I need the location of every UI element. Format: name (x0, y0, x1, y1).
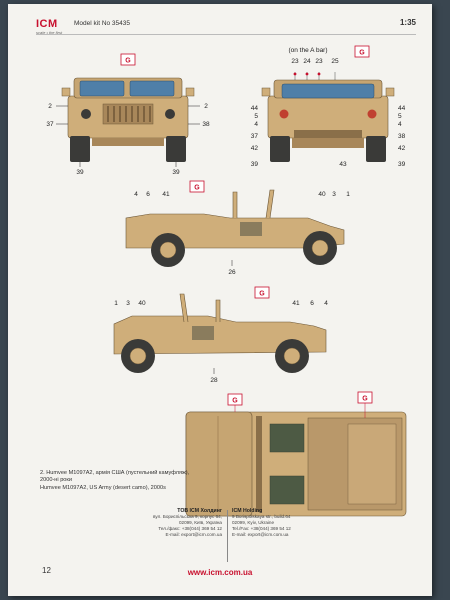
rear-callout-23-a: 23 (291, 58, 299, 65)
front-callout-2-left: 2 (48, 103, 52, 110)
rear-callout-24: 24 (303, 58, 311, 65)
right-callout-40: 40 (138, 300, 146, 307)
front-view: 2 37 2 38 39 39 G (46, 53, 210, 176)
front-callout-37: 37 (46, 121, 54, 128)
rear-callout-39-right: 39 (398, 161, 406, 168)
rear-callout-4-left: 4 (254, 121, 258, 128)
right-marker-g: G (259, 291, 265, 298)
footer: ТОВ ICM Холдинг вул. Бориспільська 9, ко… (8, 504, 432, 596)
address-line-2-en: 02099, Kyiv, Ukraine (232, 520, 275, 525)
front-callout-39-left: 39 (76, 169, 84, 176)
a-bar-note: (on the A bar) (288, 47, 327, 54)
rear-callout-23-b: 23 (315, 58, 323, 65)
rear-callout-25: 25 (331, 58, 339, 65)
address-line-1-ua: вул. Бориспільська 9, корпус 64, (153, 514, 222, 519)
scale-label: 1:35 (399, 18, 416, 27)
right-callout-4: 4 (324, 300, 328, 307)
rear-callout-38: 38 (398, 133, 406, 140)
right-callout-28: 28 (210, 377, 218, 384)
footer-divider (227, 510, 228, 562)
phone-ua: Тел./факс: +38(044) 369 54 12 (158, 526, 222, 531)
scheme-caption: 2. Humvee M1097A2, армія США (пустельний… (40, 470, 190, 492)
top-marker-g-left: G (232, 398, 238, 405)
email-ua: E-mail: export@icm.com.ua (165, 532, 222, 537)
header: ICM scale • the first Model kit No 35435… (36, 18, 416, 44)
rear-callout-42-right: 42 (398, 145, 406, 152)
front-marker-g: G (125, 58, 131, 65)
left-callout-4: 4 (134, 191, 138, 198)
rear-callout-42-left: 42 (251, 145, 259, 152)
camouflage-views: 2 37 2 38 39 39 G (46, 45, 407, 517)
rear-callout-5-left: 5 (254, 113, 258, 120)
caption-ukrainian: 2. Humvee M1097A2, армія США (пустельний… (40, 470, 190, 484)
website-link[interactable]: www.icm.com.ua (187, 568, 253, 577)
company-name-en: ICM Holding (232, 508, 263, 514)
logo-tagline: scale • the first (36, 30, 63, 35)
rear-callout-44-left: 44 (251, 105, 259, 112)
rear-callout-4-right: 4 (398, 121, 402, 128)
company-english: ICM Holding 9 Borispolskaya str., build.… (232, 508, 332, 538)
caption-english: Humvee M1097A2, US Army (desert camo), 2… (40, 484, 166, 491)
left-callout-40: 40 (318, 191, 326, 198)
right-callout-6: 6 (310, 300, 314, 307)
page-number: 12 (42, 566, 51, 575)
top-view: G G (185, 391, 407, 517)
left-callout-1: 1 (346, 191, 350, 198)
rear-callout-43: 43 (339, 161, 347, 168)
left-callout-41: 41 (162, 191, 170, 198)
rear-callout-5-right: 5 (398, 113, 402, 120)
rear-view: (on the A bar) 23 24 23 25 G 44 5 4 37 4… (251, 45, 406, 168)
front-callout-2-right: 2 (204, 103, 208, 110)
email-en: E-mail: export@icm.com.ua (232, 532, 289, 537)
right-callout-41: 41 (292, 300, 300, 307)
rear-callout-44-right: 44 (398, 105, 406, 112)
header-rule (36, 34, 416, 35)
top-marker-g-right: G (362, 396, 368, 403)
company-name-ua: ТОВ ICM Холдинг (177, 508, 222, 514)
address-line-2-ua: 02099, Київ, Україна (178, 520, 222, 525)
left-callout-3: 3 (332, 191, 336, 198)
rear-callout-37: 37 (251, 133, 259, 140)
right-callout-3: 3 (126, 300, 130, 307)
icm-logo: ICM (36, 18, 58, 30)
company-ukrainian: ТОВ ICM Холдинг вул. Бориспільська 9, ко… (122, 508, 222, 538)
left-callout-6: 6 (146, 191, 150, 198)
left-side-view: 4 6 41 40 3 1 26 G (125, 180, 350, 276)
phone-en: Tel./Fax: +38(044) 369 54 12 (232, 526, 291, 531)
right-callout-1: 1 (114, 300, 118, 307)
front-callout-38: 38 (202, 121, 210, 128)
left-marker-g: G (194, 185, 200, 192)
rear-marker-g: G (359, 50, 365, 57)
rear-callout-39-left: 39 (251, 161, 259, 168)
right-side-view: 1 3 40 41 6 4 28 G (113, 286, 328, 384)
address-line-1-en: 9 Borispolskaya str., build.64 (232, 514, 291, 519)
front-callout-39-right: 39 (172, 169, 180, 176)
instruction-sheet: ICM scale • the first Model kit No 35435… (8, 4, 432, 596)
kit-number: Model kit No 35435 (74, 20, 131, 27)
left-callout-26: 26 (228, 269, 236, 276)
